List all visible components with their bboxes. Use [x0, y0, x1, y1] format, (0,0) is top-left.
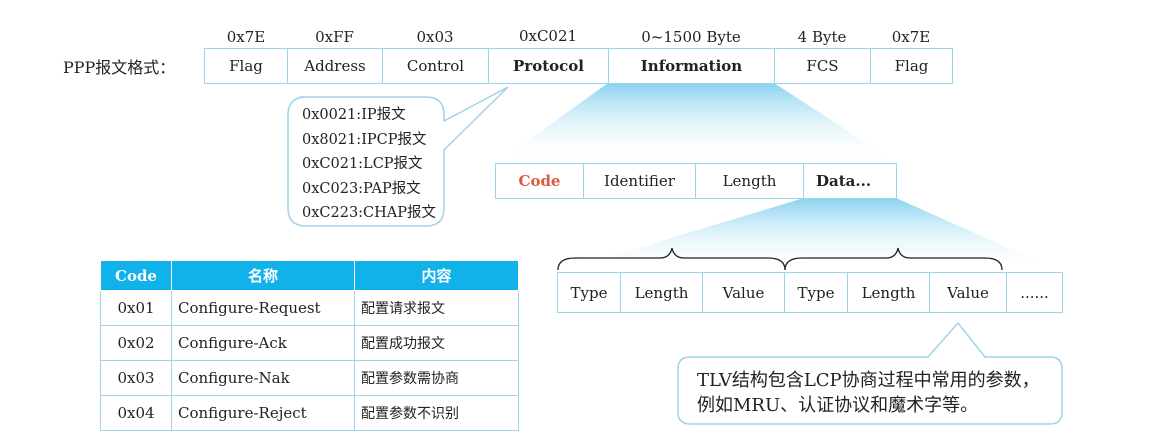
frame-field-fcs: FCS [775, 49, 871, 83]
table-header-row: Code 名称 内容 [100, 260, 519, 291]
data-expand-fan [558, 198, 1062, 272]
lcp-packet-row: Code Identifier Length Data... [495, 163, 897, 199]
tlv-callout-bubble [677, 321, 1063, 425]
protocol-value-ipcp: 0x8021:IPCP报文 [302, 131, 427, 148]
tlv-type-1: Type [558, 273, 621, 312]
ppp-frame-title: PPP报文格式： [63, 58, 176, 77]
table-cell-code: 0x01 [100, 290, 172, 326]
ppp-frame-row: Flag Address Control Protocol Informatio… [204, 48, 953, 84]
table-cell-code: 0x02 [100, 325, 172, 361]
control-hex-label: 0x03 [416, 28, 454, 46]
frame-field-address: Address [288, 49, 383, 83]
tlv-row: Type Length Value Type Length Value ....… [557, 272, 1063, 313]
tlv-value-1: Value [703, 273, 785, 312]
frame-field-information: Information [609, 49, 775, 83]
tlv-value-2: Value [930, 273, 1007, 312]
tlv-length-2: Length [848, 273, 930, 312]
table-row: 0x02 Configure-Ack 配置成功报文 [100, 325, 519, 361]
table-header-content: 内容 [354, 260, 519, 291]
lcp-field-identifier: Identifier [584, 164, 696, 198]
protocol-value-pap: 0xC023:PAP报文 [302, 180, 421, 197]
frame-field-protocol: Protocol [489, 49, 609, 83]
tlv-type-2: Type [785, 273, 848, 312]
table-row: 0x01 Configure-Request 配置请求报文 [100, 290, 519, 326]
table-cell-name: Configure-Request [171, 290, 355, 326]
tlv-brace-1 [557, 247, 786, 271]
address-hex-label: 0xFF [315, 28, 354, 46]
table-cell-code: 0x04 [100, 395, 172, 431]
protocol-values-callout: 0x0021:IP报文 0x8021:IPCP报文 0xC021:LCP报文 0… [302, 103, 452, 226]
lcp-field-data: Data... [816, 172, 872, 190]
protocol-hex-label: 0xC021 [518, 27, 578, 45]
flag-end-hex-label: 0x7E [891, 28, 931, 46]
table-header-name: 名称 [171, 260, 355, 291]
tlv-description-callout: TLV结构包含LCP协商过程中常用的参数，例如MRU、认证协议和魔术字等。 [697, 370, 1040, 416]
table-cell-content: 配置参数需协商 [354, 360, 519, 396]
table-row: 0x04 Configure-Reject 配置参数不识别 [100, 395, 519, 431]
frame-field-control: Control [383, 49, 489, 83]
table-cell-name: Configure-Ack [171, 325, 355, 361]
fcs-size-label: 4 Byte [797, 28, 847, 46]
table-cell-name: Configure-Reject [171, 395, 355, 431]
table-cell-name: Configure-Nak [171, 360, 355, 396]
flag-hex-label: 0x7E [226, 28, 266, 46]
protocol-callout-bubble [287, 86, 509, 227]
frame-field-flag-end: Flag [894, 57, 929, 75]
frame-field-flag: Flag [205, 49, 288, 83]
tlv-brace-2 [784, 247, 1003, 271]
table-header-code: Code [100, 260, 172, 291]
table-cell-content: 配置请求报文 [354, 290, 519, 326]
lcp-field-code: Code [496, 164, 584, 198]
tlv-length-1: Length [621, 273, 703, 312]
information-expand-fan [497, 83, 897, 163]
protocol-value-ip: 0x0021:IP报文 [302, 107, 406, 123]
lcp-code-table: Code 名称 内容 0x01 Configure-Request 配置请求报文… [100, 260, 519, 431]
information-size-label: 0~1500 Byte [641, 28, 741, 46]
lcp-field-length: Length [696, 164, 804, 198]
protocol-value-chap: 0xC223:CHAP报文 [302, 205, 437, 221]
table-cell-code: 0x03 [100, 360, 172, 396]
table-cell-content: 配置参数不识别 [354, 395, 519, 431]
tlv-ellipsis: ...... [1020, 283, 1049, 302]
table-cell-content: 配置成功报文 [354, 325, 519, 361]
table-row: 0x03 Configure-Nak 配置参数需协商 [100, 360, 519, 396]
protocol-value-lcp: 0xC021:LCP报文 [302, 156, 423, 172]
